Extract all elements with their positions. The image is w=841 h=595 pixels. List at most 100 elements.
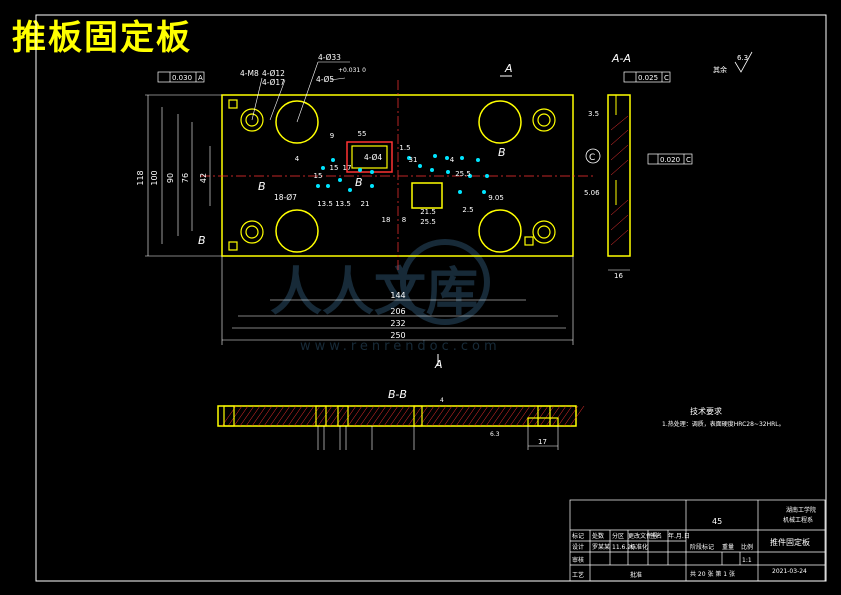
svg-text:3.5: 3.5	[588, 110, 599, 118]
hatch-line	[443, 405, 459, 427]
hatch-line	[239, 405, 255, 427]
drawing-title: 推板固定板	[12, 18, 192, 58]
tech-requirements: 技术要求 1.热处理：调质，表面硬度HRC28~32HRL。	[662, 406, 785, 428]
svg-text:13.5: 13.5	[317, 200, 333, 208]
watermark-url: www.renrendoc.com	[300, 339, 501, 354]
hatch-line	[347, 405, 363, 427]
hatch-line	[383, 405, 399, 427]
svg-text:1:1: 1:1	[742, 557, 752, 564]
hatch-line	[527, 405, 543, 427]
svg-text:21: 21	[361, 200, 370, 208]
svg-text:C: C	[589, 153, 595, 163]
svg-text:76: 76	[181, 173, 190, 183]
bottom-dims: 144 206 232 250	[390, 291, 405, 340]
svg-text:标准化: 标准化	[630, 543, 648, 551]
svg-text:重量: 重量	[722, 543, 734, 551]
left-dim-lines	[145, 94, 222, 257]
svg-text:118: 118	[136, 170, 145, 185]
svg-text:0.025: 0.025	[638, 74, 658, 82]
watermark-text: 人人文库	[270, 263, 478, 323]
svg-text:C: C	[686, 156, 691, 164]
svg-text:18: 18	[382, 216, 391, 224]
svg-text:9: 9	[330, 132, 334, 140]
hatch-line	[269, 405, 285, 427]
hatch-line	[533, 405, 549, 427]
svg-text:4-Ø4: 4-Ø4	[364, 153, 382, 162]
hatch-line	[389, 405, 405, 427]
hatch-line	[485, 405, 501, 427]
hatch-line	[407, 405, 423, 427]
hatch-line	[497, 405, 513, 427]
svg-text:+0.031 0: +0.031 0	[338, 67, 366, 74]
hatch-line	[431, 405, 447, 427]
svg-text:4: 4	[450, 156, 455, 164]
svg-text:4-Ø5: 4-Ø5	[316, 75, 334, 84]
guide-holes	[275, 100, 522, 253]
svg-text:4: 4	[440, 397, 444, 404]
hatch-line	[251, 405, 267, 427]
svg-text:45: 45	[712, 517, 722, 526]
svg-text:技术要求: 技术要求	[690, 406, 722, 416]
svg-text:1.热处理：调质，表面硬度HRC28~32HRL。: 1.热处理：调质，表面硬度HRC28~32HRL。	[662, 420, 785, 428]
hatch-line	[287, 405, 303, 427]
hatch-line	[377, 405, 393, 427]
inner-dims: 9 55 15 17 4 1.5 31 4 25.5 13.5 13.5 9.0…	[295, 130, 504, 226]
svg-text:推件固定板: 推件固定板	[770, 537, 810, 547]
svg-text:签名: 签名	[650, 532, 662, 540]
perpendicularity: 0.020 C	[647, 153, 693, 165]
hatch-line	[341, 405, 357, 427]
section-bb: B-B 17 6.3 4	[217, 388, 585, 450]
svg-text:90: 90	[166, 173, 175, 183]
svg-text:2.5: 2.5	[462, 206, 473, 214]
cooling-holes	[316, 154, 489, 194]
svg-text:206: 206	[390, 307, 405, 316]
hatch-line	[293, 405, 309, 427]
hatch-line	[395, 405, 411, 427]
hatch-line	[515, 405, 531, 427]
hatch-line	[305, 405, 321, 427]
svg-text:B-B: B-B	[388, 388, 407, 401]
hatch-line	[245, 405, 261, 427]
hatch-line	[275, 405, 291, 427]
svg-text:B: B	[198, 234, 206, 247]
svg-text:15: 15	[330, 164, 339, 172]
svg-text:1.5: 1.5	[399, 144, 410, 152]
svg-text:处数: 处数	[592, 532, 604, 540]
hatch-line	[503, 405, 519, 427]
hatch-line	[353, 405, 369, 427]
svg-text:工艺: 工艺	[572, 571, 584, 579]
svg-text:15: 15	[314, 172, 323, 180]
left-dims: 118 100 90 76 42	[136, 170, 208, 185]
hatch-line	[437, 405, 453, 427]
svg-text:4-Ø17: 4-Ø17	[262, 78, 285, 87]
svg-text:批准: 批准	[630, 571, 642, 579]
svg-text:4: 4	[295, 155, 300, 163]
svg-text:250: 250	[390, 331, 405, 340]
svg-text:年.月.日: 年.月.日	[668, 532, 690, 540]
svg-text:A-A: A-A	[611, 52, 631, 65]
svg-text:18-Ø7: 18-Ø7	[274, 193, 297, 202]
flatness-a: 0.030 A	[157, 71, 205, 83]
hatch-line	[569, 405, 585, 427]
svg-text:审核: 审核	[572, 556, 584, 564]
svg-text:232: 232	[390, 319, 405, 328]
svg-text:A: A	[504, 62, 513, 75]
svg-text:4-Ø33: 4-Ø33	[318, 53, 341, 62]
section-aa: A-A C 0.025 C 0.020 C 3.5 5.06 16	[584, 51, 753, 280]
hatch-line	[467, 405, 483, 427]
callout-box	[346, 141, 393, 173]
svg-text:0.020: 0.020	[660, 156, 680, 164]
plate-outline	[221, 94, 574, 257]
hatch-line	[281, 405, 297, 427]
svg-text:标记: 标记	[572, 532, 584, 540]
screw-holes	[228, 99, 556, 251]
svg-text:13.5: 13.5	[335, 200, 351, 208]
svg-text:设计: 设计	[572, 543, 584, 551]
hatch-line	[359, 405, 375, 427]
hatch-line	[551, 405, 567, 427]
hatch-line	[491, 405, 507, 427]
hatch-line	[329, 405, 345, 427]
hatch-line	[311, 405, 327, 427]
title-block	[569, 499, 826, 582]
svg-text:9.05: 9.05	[488, 194, 504, 202]
